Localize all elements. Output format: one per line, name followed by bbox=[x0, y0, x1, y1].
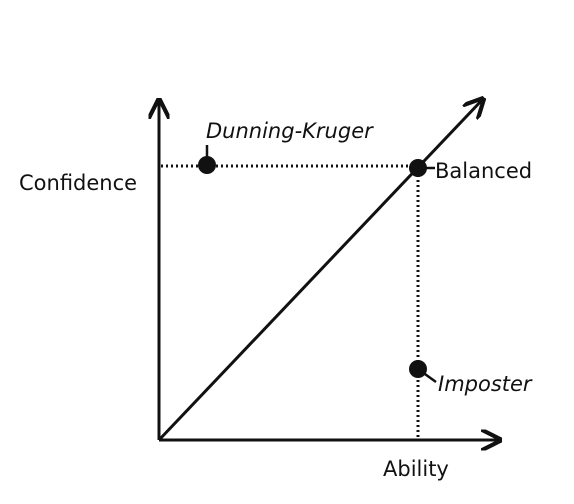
imposter-point bbox=[409, 360, 427, 378]
dunning-kruger-point bbox=[198, 156, 216, 174]
balance-diagonal-line bbox=[157, 99, 483, 442]
balanced-label: Balanced bbox=[435, 159, 533, 183]
balanced-point bbox=[409, 159, 427, 177]
imposter-label: Imposter bbox=[438, 372, 532, 396]
y-axis-label: Confidence bbox=[19, 171, 138, 195]
dunning-kruger-label: Dunning-Kruger bbox=[206, 119, 373, 143]
x-axis-label: Ability bbox=[383, 457, 449, 481]
